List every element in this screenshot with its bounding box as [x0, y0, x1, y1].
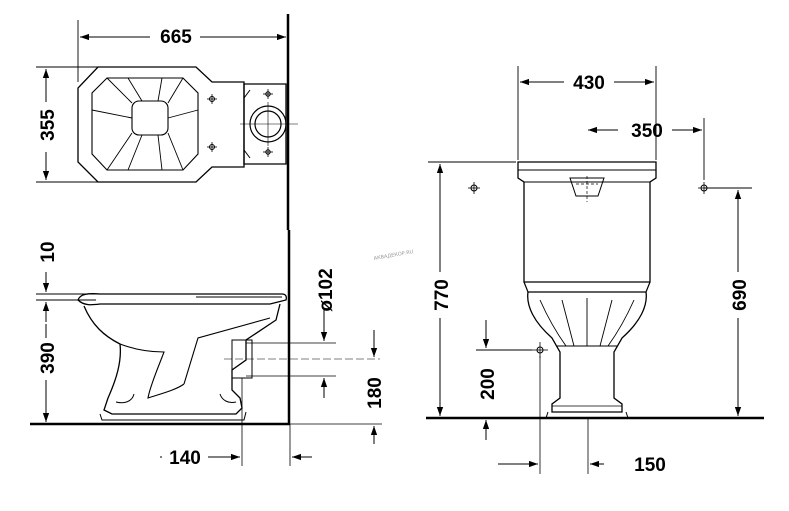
fixing-mark-icon [468, 182, 480, 194]
fixing-mark-icon [263, 89, 273, 99]
fixing-mark-icon [263, 147, 273, 157]
bowl-top-outline [77, 66, 245, 183]
top-view: 665 355 [34, 14, 298, 230]
seat-side [77, 293, 288, 306]
watermark-text: АКВАДЕКОР.RU [373, 249, 414, 262]
bowl-front [527, 291, 647, 413]
top-depth-label: 355 [38, 109, 59, 141]
rim-height-label: 390 [38, 342, 59, 374]
bowl-side [83, 303, 281, 415]
seat-opening [131, 100, 169, 136]
total-height-label: 770 [432, 279, 453, 311]
cistern-front [517, 161, 657, 283]
bowl-flutes [91, 77, 199, 171]
fixing-mark-icon [207, 142, 217, 152]
outlet-height-label: 180 [365, 377, 386, 409]
bowl-inner-outline [91, 77, 199, 171]
cistern-top [243, 83, 287, 165]
hole-height-label: 690 [730, 279, 751, 311]
flush-mechanism [569, 177, 605, 197]
outlet-diameter-label: ø102 [316, 268, 337, 311]
top-width-label: 665 [160, 27, 192, 48]
seat-gap-label: 10 [38, 241, 59, 262]
inlet-height-label: 200 [478, 368, 499, 400]
outlet-offset-label: 140 [169, 448, 201, 469]
inlet-mark-icon [532, 342, 548, 358]
front-view: 430 350 770 690 200 150 [426, 66, 764, 476]
fixing-mark-icon [207, 94, 217, 104]
side-view: 10 390 ø102 180 140 [30, 230, 386, 469]
inlet-offset-label: 150 [634, 455, 666, 476]
tank-width-label: 430 [573, 73, 605, 94]
hole-spacing-label: 350 [631, 121, 663, 142]
